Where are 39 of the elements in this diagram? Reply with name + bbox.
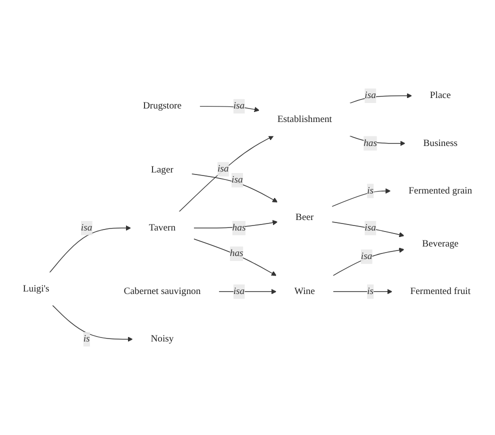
node-text: Drugstore [142, 100, 182, 112]
edge-label: is [367, 286, 374, 296]
arrow [332, 288, 392, 294]
edge-label: is [367, 186, 374, 196]
arrow [218, 288, 277, 294]
node-text: Noisy [150, 334, 174, 344]
edge-label: isa [233, 286, 245, 296]
edge-label: isa [364, 90, 376, 101]
arrow [49, 225, 132, 273]
arrow [331, 222, 404, 238]
edge-label: isa [360, 251, 372, 262]
node-text: Fermented fruit [410, 286, 470, 296]
arrow [52, 304, 133, 342]
node-text: Wine [294, 286, 315, 296]
edge-label: isa [80, 222, 92, 233]
edge-label: isa [364, 222, 376, 233]
edge-label: has [364, 138, 378, 148]
arrow [332, 248, 404, 276]
edge-label: isa [233, 100, 245, 112]
arrow [178, 136, 274, 212]
node-text: Fermented grain [408, 186, 472, 196]
edge-label: has [232, 222, 246, 233]
node-text: Luigi's [22, 283, 50, 294]
node-text: Lager [150, 164, 174, 175]
node-text: Place [430, 90, 451, 101]
edge-label: isa [217, 164, 229, 174]
node-text: Cabernet sauvignon [124, 286, 201, 296]
arrow [193, 238, 277, 276]
node-text: Beer [296, 212, 314, 222]
edge-label: is [83, 334, 90, 344]
node-text: Establishment [277, 114, 332, 124]
node-text: Tavern [148, 222, 176, 233]
edge-label: isa [232, 174, 243, 186]
arrow [331, 188, 391, 207]
edge-label: has [230, 248, 244, 259]
arrow [191, 174, 278, 202]
arrow [193, 220, 278, 228]
node-text: Beverage [422, 238, 459, 249]
node-text: Business [423, 138, 458, 148]
